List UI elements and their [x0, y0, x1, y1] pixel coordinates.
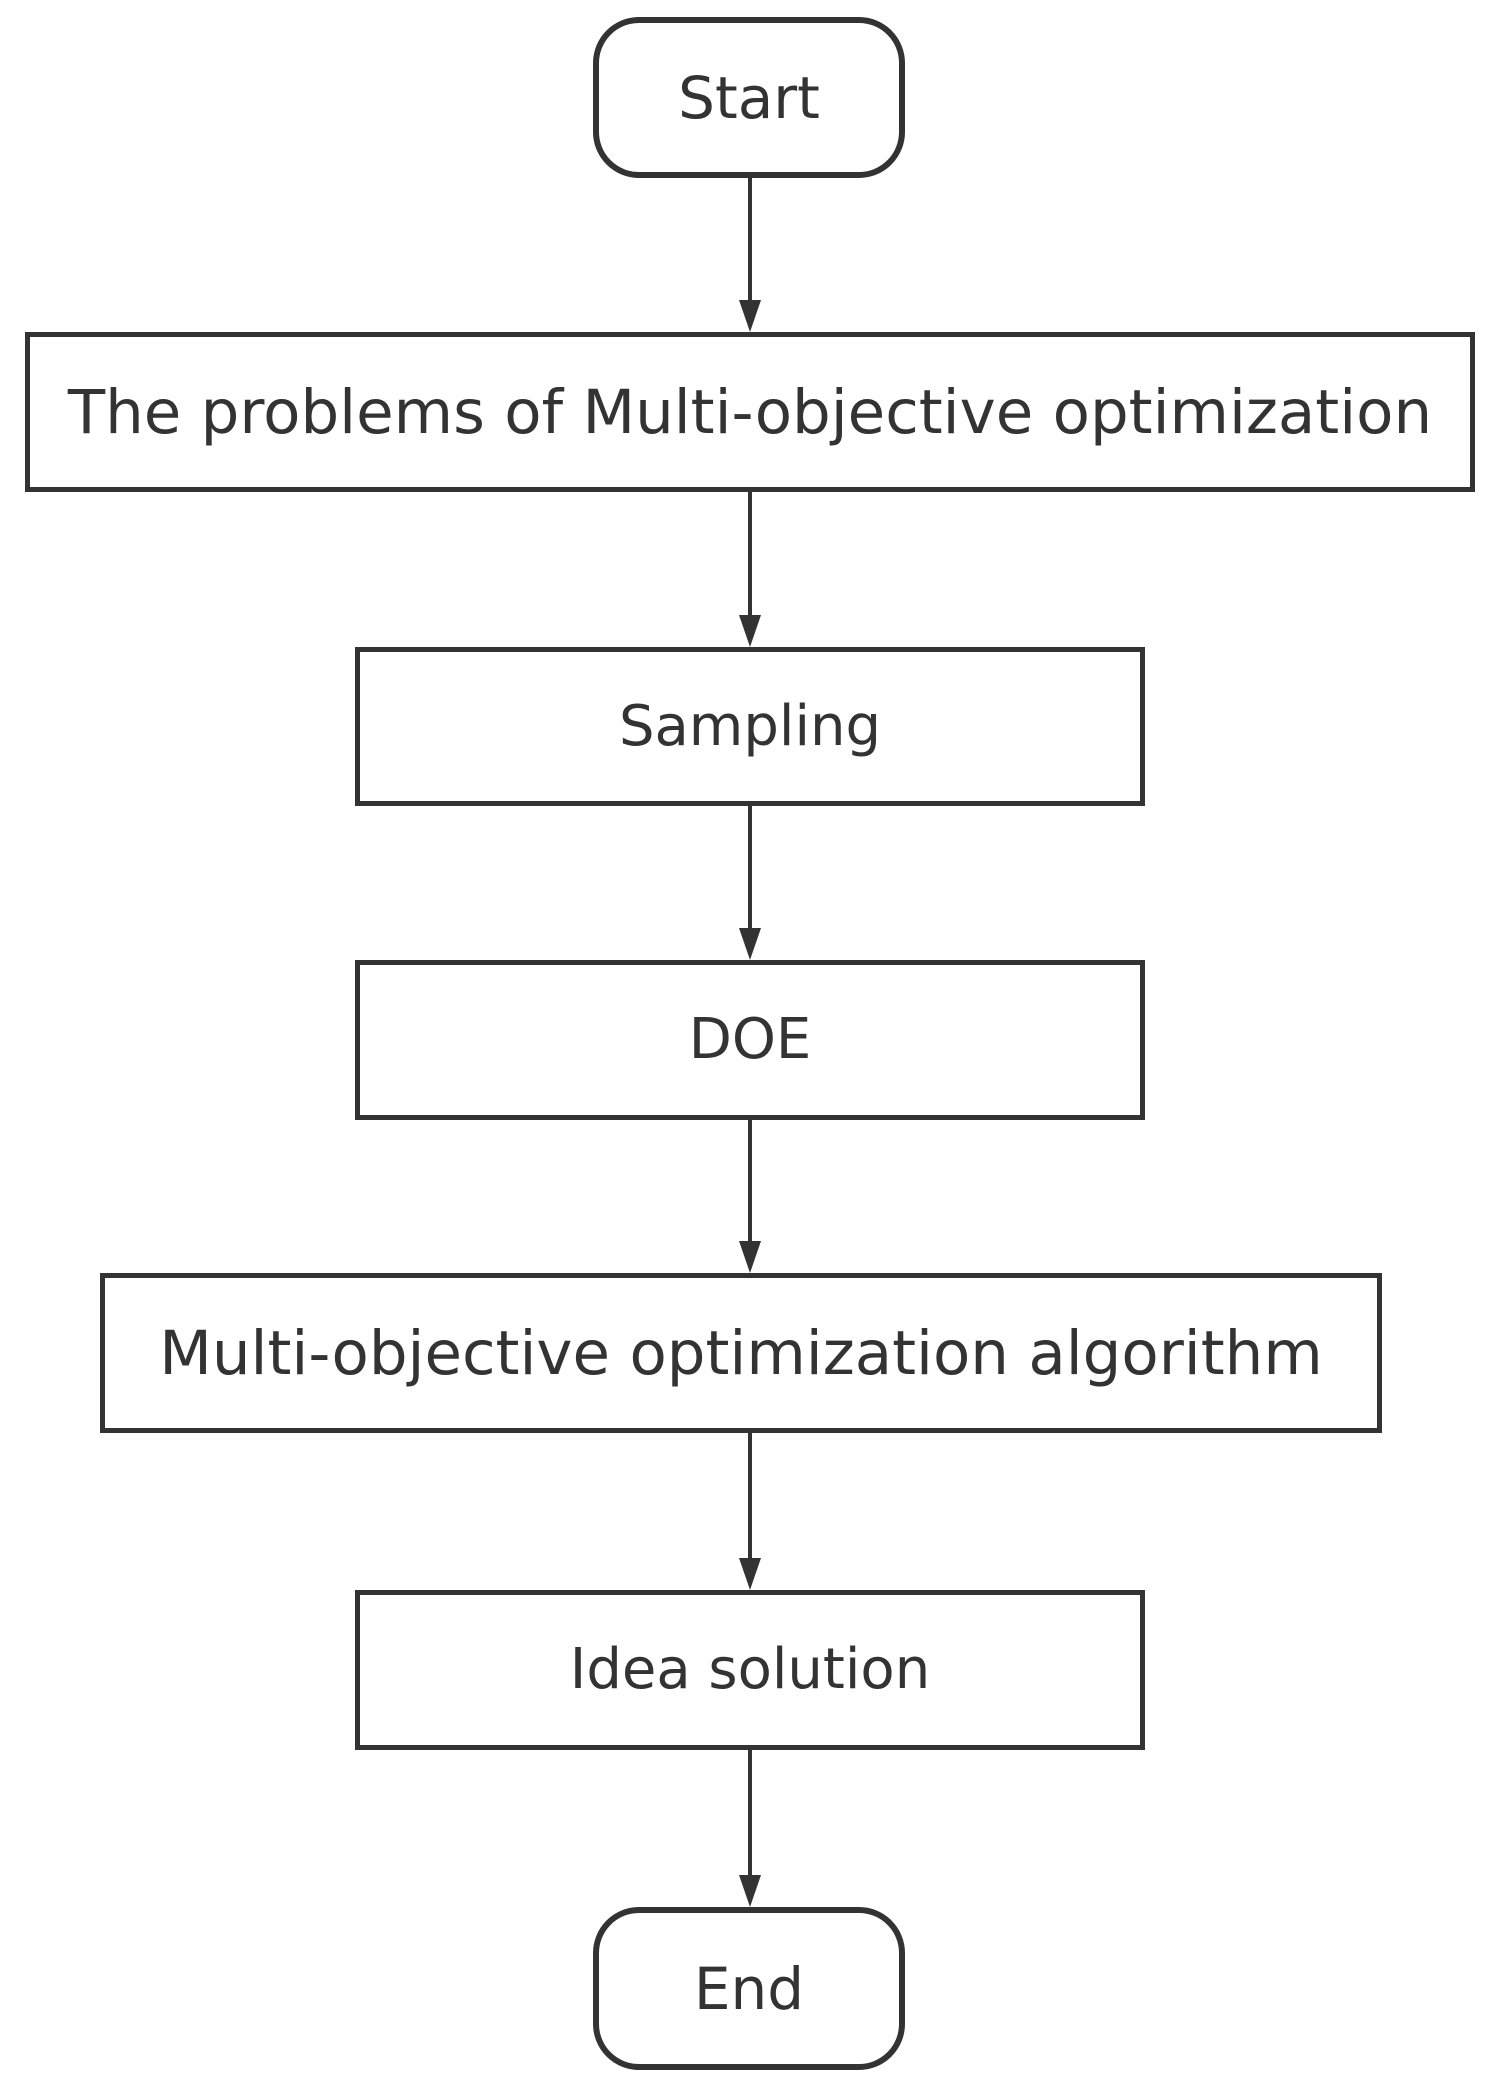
- connector-problems-to-sampling: [739, 492, 761, 647]
- flow-node-algorithm[interactable]: Multi-objective optimization algorithm: [100, 1273, 1382, 1433]
- connector-line: [748, 1120, 752, 1243]
- arrowhead-down-icon: [739, 928, 761, 960]
- connector-line: [748, 1433, 752, 1560]
- flow-node-problems-label: The problems of Multi-objective optimiza…: [67, 376, 1433, 448]
- connector-algorithm-to-idea: [739, 1433, 761, 1590]
- flow-node-doe-label: DOE: [688, 1007, 812, 1072]
- flow-node-doe[interactable]: DOE: [355, 960, 1145, 1120]
- arrowhead-down-icon: [739, 300, 761, 332]
- flow-node-end-label: End: [693, 1954, 805, 2023]
- arrowhead-down-icon: [739, 1241, 761, 1273]
- flow-node-end[interactable]: End: [593, 1907, 905, 2070]
- connector-line: [748, 806, 752, 930]
- flow-node-sampling[interactable]: Sampling: [355, 647, 1145, 806]
- arrowhead-down-icon: [739, 615, 761, 647]
- flow-node-start-label: Start: [678, 63, 820, 132]
- flow-node-idea-solution-label: Idea solution: [569, 1637, 931, 1702]
- connector-line: [748, 1750, 752, 1877]
- flow-node-sampling-label: Sampling: [618, 693, 882, 759]
- connector-doe-to-algorithm: [739, 1120, 761, 1273]
- connector-sampling-to-doe: [739, 806, 761, 960]
- arrowhead-down-icon: [739, 1558, 761, 1590]
- flow-node-algorithm-label: Multi-objective optimization algorithm: [159, 1317, 1323, 1389]
- arrowhead-down-icon: [739, 1875, 761, 1907]
- connector-line: [748, 178, 752, 302]
- connector-start-to-problems: [739, 178, 761, 332]
- flow-node-problems[interactable]: The problems of Multi-objective optimiza…: [25, 332, 1475, 492]
- flow-node-start[interactable]: Start: [593, 17, 905, 178]
- connector-line: [748, 492, 752, 617]
- connector-idea-to-end: [739, 1750, 761, 1907]
- flow-node-idea-solution[interactable]: Idea solution: [355, 1590, 1145, 1750]
